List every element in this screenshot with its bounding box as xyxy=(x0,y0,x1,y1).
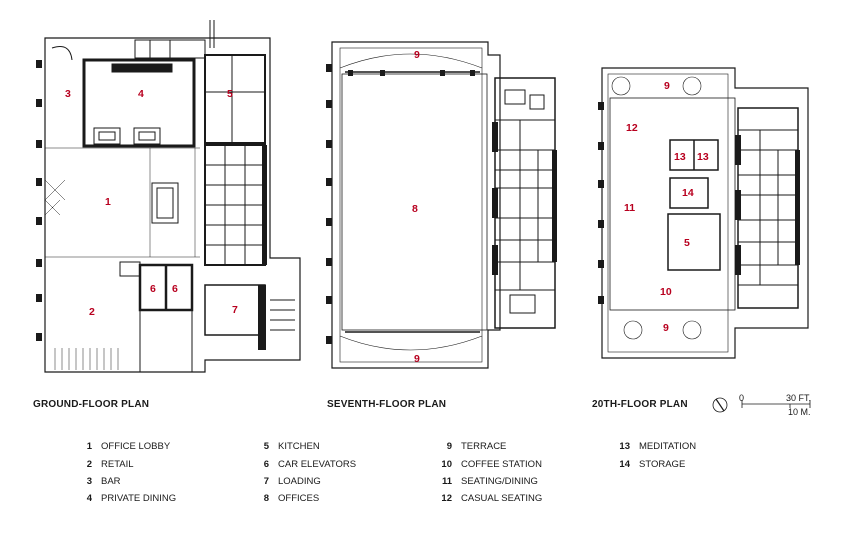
plan-title-twentieth: 20TH-FLOOR PLAN xyxy=(592,399,688,410)
legend-label: LOADING xyxy=(278,476,321,487)
room-label: 5 xyxy=(227,88,233,100)
scale-bar xyxy=(741,400,811,408)
legend-label: CASUAL SEATING xyxy=(461,493,543,504)
legend-item: 12 CASUAL SEATING xyxy=(428,493,542,507)
seventh-floor-plan xyxy=(326,41,557,369)
legend-number: 5 xyxy=(263,441,269,452)
room-label: 9 xyxy=(664,80,670,92)
room-label: 6 xyxy=(150,283,156,295)
room-label: 8 xyxy=(412,203,418,215)
room-label: 14 xyxy=(682,187,694,199)
plan-title-ground: GROUND-FLOOR PLAN xyxy=(33,399,150,410)
scale-feet-label: 30 FT. xyxy=(786,393,812,403)
legend-label: KITCHEN xyxy=(278,441,320,452)
room-label: 10 xyxy=(660,286,672,298)
room-label: 13 xyxy=(697,151,709,163)
legend-number: 7 xyxy=(263,476,269,487)
legend-number: 6 xyxy=(263,459,269,470)
room-label: 7 xyxy=(232,304,238,316)
legend-item: 14 STORAGE xyxy=(606,459,685,473)
legend-item: 8 OFFICES xyxy=(245,493,319,507)
legend-label: STORAGE xyxy=(639,459,686,470)
legend-item: 13 MEDITATION xyxy=(606,441,696,455)
legend-label: BAR xyxy=(101,476,121,487)
room-label: 1 xyxy=(105,196,111,208)
legend-label: MEDITATION xyxy=(639,441,697,452)
legend-number: 14 xyxy=(619,459,630,470)
legend-item: 9 TERRACE xyxy=(428,441,507,455)
legend-item: 7 LOADING xyxy=(245,476,321,490)
legend-number: 10 xyxy=(441,459,452,470)
legend-item: 1 OFFICE LOBBY xyxy=(68,441,170,455)
legend-label: PRIVATE DINING xyxy=(101,493,177,504)
room-labels: 1 2 3 4 5 6 6 7 8 9 9 9 9 10 11 12 13 13… xyxy=(65,49,709,365)
legend-item: 11 SEATING/DINING xyxy=(428,476,538,490)
north-arrow-icon xyxy=(712,397,728,413)
legend-number: 9 xyxy=(446,441,452,452)
legend-item: 2 RETAIL xyxy=(68,459,134,473)
legend-label: CAR ELEVATORS xyxy=(278,459,357,470)
legend-label: RETAIL xyxy=(101,459,134,470)
room-label: 3 xyxy=(65,88,71,100)
legend-label: OFFICE LOBBY xyxy=(101,441,171,452)
legend-item: 4 PRIVATE DINING xyxy=(68,493,176,507)
room-label: 2 xyxy=(89,306,95,318)
twentieth-floor-plan xyxy=(598,67,809,359)
legend-label: OFFICES xyxy=(278,493,320,504)
legend-item: 5 KITCHEN xyxy=(245,441,320,455)
room-label: 9 xyxy=(663,322,669,334)
room-label: 9 xyxy=(414,49,420,61)
legend-number: 1 xyxy=(86,441,92,452)
room-label: 9 xyxy=(414,353,420,365)
legend-number: 8 xyxy=(263,493,269,504)
legend-number: 3 xyxy=(86,476,92,487)
legend-label: COFFEE STATION xyxy=(461,459,542,470)
legend-label: SEATING/DINING xyxy=(461,476,538,487)
room-label: 11 xyxy=(624,202,635,214)
room-label: 6 xyxy=(172,283,178,295)
scale-zero-label: 0 xyxy=(739,393,745,403)
room-label: 13 xyxy=(674,151,686,163)
room-label: 12 xyxy=(626,122,638,134)
scale-meters-label: 10 M. xyxy=(788,407,811,417)
plan-title-seventh: SEVENTH-FLOOR PLAN xyxy=(327,399,447,410)
legend-item: 3 BAR xyxy=(68,476,121,490)
room-label: 4 xyxy=(138,88,144,100)
legend-label: TERRACE xyxy=(461,441,507,452)
room-label: 5 xyxy=(684,237,690,249)
legend-item: 10 COFFEE STATION xyxy=(428,459,542,473)
legend-item: 6 CAR ELEVATORS xyxy=(245,459,356,473)
ground-floor-plan xyxy=(36,20,301,373)
legend-number: 12 xyxy=(441,493,452,504)
legend-number: 4 xyxy=(86,493,92,504)
legend-number: 2 xyxy=(86,459,92,470)
legend-number: 13 xyxy=(619,441,630,452)
legend-number: 11 xyxy=(441,476,452,487)
